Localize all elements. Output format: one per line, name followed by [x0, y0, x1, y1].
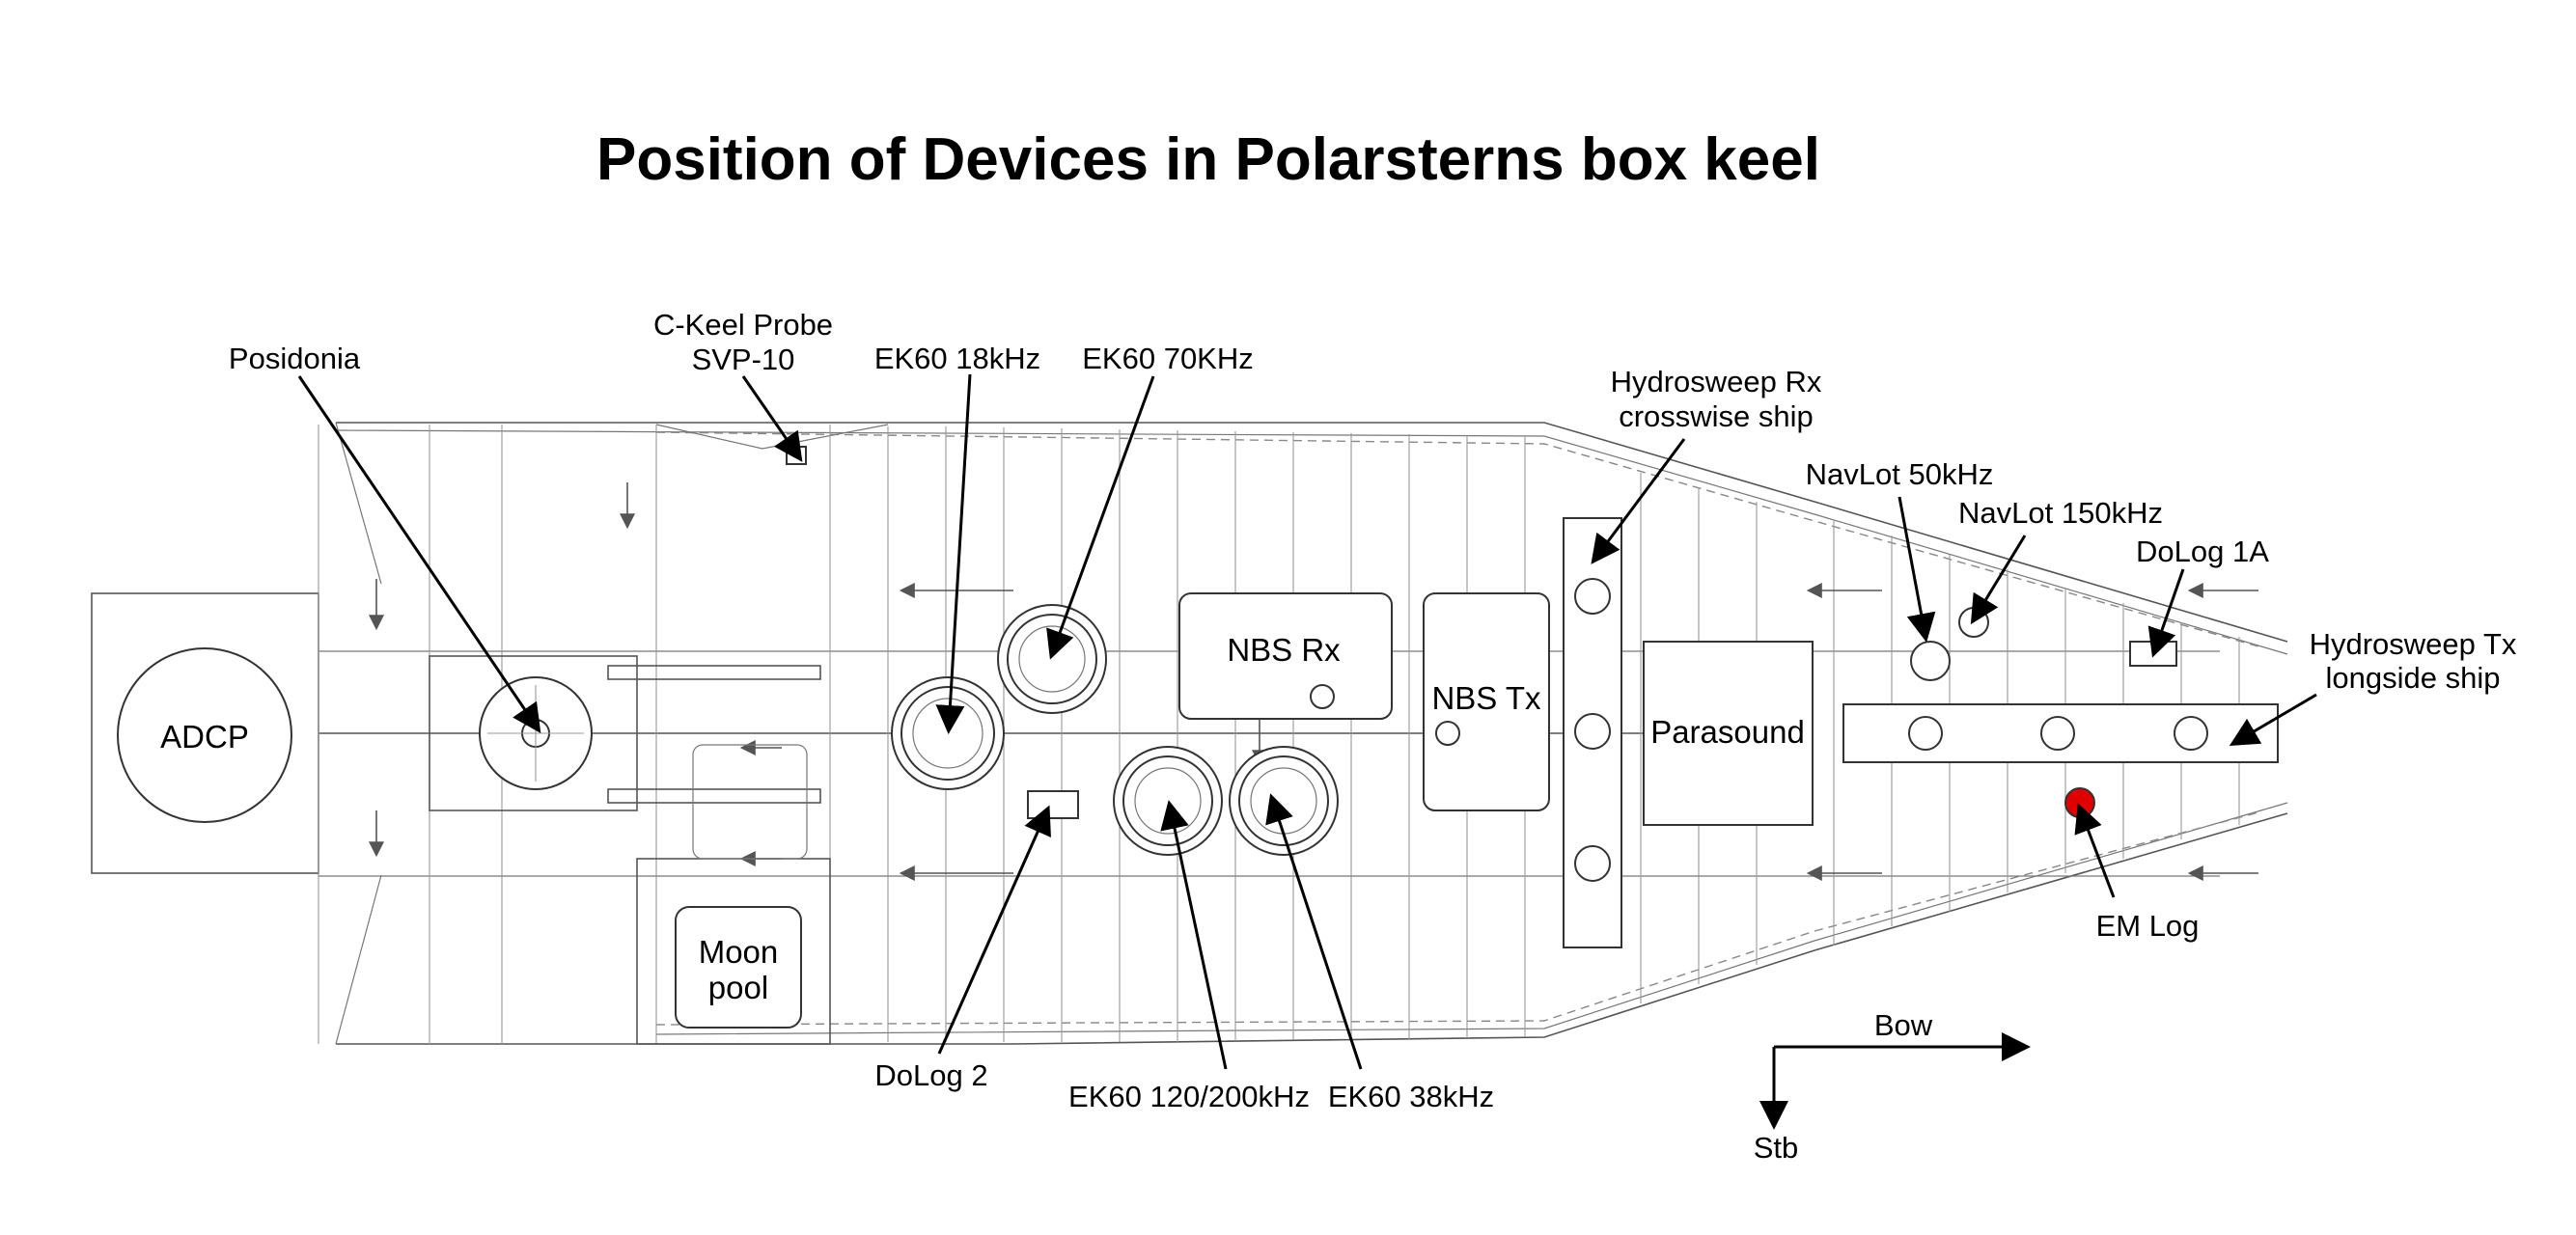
label-emlog: EM Log [2096, 909, 2200, 943]
label-ckeel-1: C-Keel Probe [653, 308, 833, 342]
orientation-indicator [1759, 1032, 2031, 1130]
page-title: Position of Devices in Polarsterns box k… [596, 126, 1820, 193]
dolog1a-device [2129, 641, 2177, 667]
label-hsrx-2: crosswise ship [1619, 399, 1814, 433]
label-hstx-2: longside ship [2326, 661, 2501, 695]
label-stb: Stb [1754, 1131, 1799, 1165]
em-log-marker [2064, 787, 2095, 818]
label-ckeel-2: SVP-10 [692, 343, 795, 376]
ek60-18-device [891, 676, 1005, 790]
label-hstx-1: Hydrosweep Tx [2310, 627, 2517, 661]
label-ek60-18: EK60 18kHz [874, 342, 1040, 375]
hydrosweep-tx-device [1842, 703, 2279, 763]
nbs-rx-device [1178, 592, 1393, 720]
navlot150-device [1958, 607, 1989, 638]
nbs-rx-label: NBS Rx [1227, 632, 1341, 668]
label-posidonia: Posidonia [229, 342, 361, 375]
adcp-label: ADCP [160, 719, 249, 755]
nbs-tx-device [1423, 592, 1550, 811]
ek60-120-device [1113, 746, 1223, 856]
dolog2-device [1027, 790, 1079, 819]
label-ek60-38: EK60 38kHz [1328, 1080, 1494, 1113]
hydrosweep-rx-device [1563, 517, 1622, 948]
callout-arrows [297, 373, 2317, 1070]
moon-pool [675, 906, 802, 1029]
label-navlot50: NavLot 50kHz [1806, 457, 1994, 491]
label-hsrx-1: Hydrosweep Rx [1611, 365, 1822, 398]
label-dolog1a: DoLog 1A [2136, 535, 2269, 568]
label-bow: Bow [1874, 1008, 1933, 1042]
label-ek60-120: EK60 120/200kHz [1068, 1080, 1310, 1113]
label-dolog2: DoLog 2 [874, 1058, 987, 1092]
moon-pool-label-1: Moon [699, 934, 779, 970]
navlot50-device [1910, 641, 1951, 681]
parasound-label: Parasound [1650, 714, 1805, 750]
parasound-device [1643, 641, 1814, 826]
label-ek60-70: EK60 70KHz [1082, 342, 1254, 375]
adcp-device [117, 647, 292, 823]
label-navlot150: NavLot 150kHz [1958, 496, 2163, 530]
flow-arrows [369, 482, 2258, 881]
moon-pool-label-2: pool [708, 970, 768, 1005]
ek60-70-device [997, 604, 1107, 714]
nbs-tx-label: NBS Tx [1431, 680, 1541, 716]
